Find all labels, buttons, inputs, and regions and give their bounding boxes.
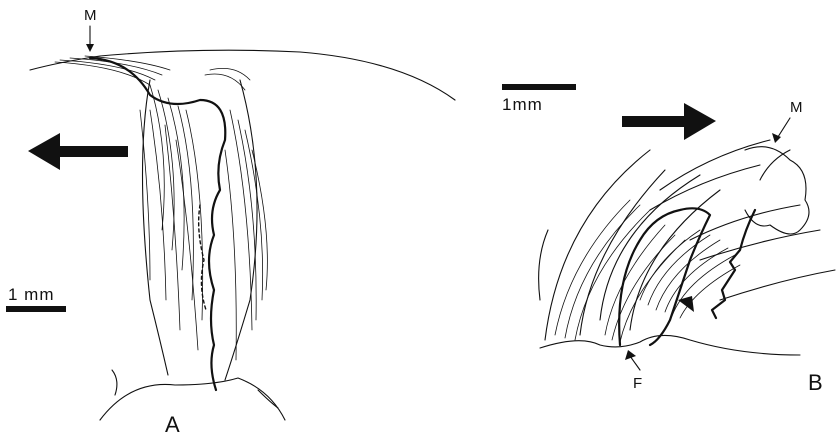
panel-a-label: A [165,412,180,437]
panel-b-marker-f: F [633,375,642,392]
panel-b-scale-bar [502,84,576,90]
panel-a-crack-line [90,58,225,390]
panel-b-marker-m-pointer [772,118,790,143]
panel-a-wedge-outline-left [143,80,169,375]
panel-a-arrow-left [28,133,128,170]
panel-b-label: B [808,370,823,395]
panel-b-fracture-boundary [619,208,710,345]
panel-b: 1mm M [502,84,835,395]
panel-b-scale-label: 1mm [502,95,543,114]
panel-b-arrow-right [622,103,716,140]
panel-a-marker-m-pointer [86,26,94,52]
panel-b-fragment-outline [745,147,809,234]
panel-a: M [6,7,455,437]
panel-b-hatching [555,200,740,342]
panel-a-scale-label: 1 mm [8,285,55,304]
panel-b-bottom-surface [540,335,800,355]
panel-b-chip-mark [678,296,694,312]
panel-b-crack-jagged [712,210,755,318]
panel-b-marker-f-pointer [625,350,640,370]
panel-a-scale-bar [6,306,66,312]
panel-b-marker-m: M [790,99,803,116]
panel-a-wedge-outline-right [225,80,257,380]
panel-a-marker-m: M [84,7,97,24]
panel-a-bottom-bump [100,378,285,420]
